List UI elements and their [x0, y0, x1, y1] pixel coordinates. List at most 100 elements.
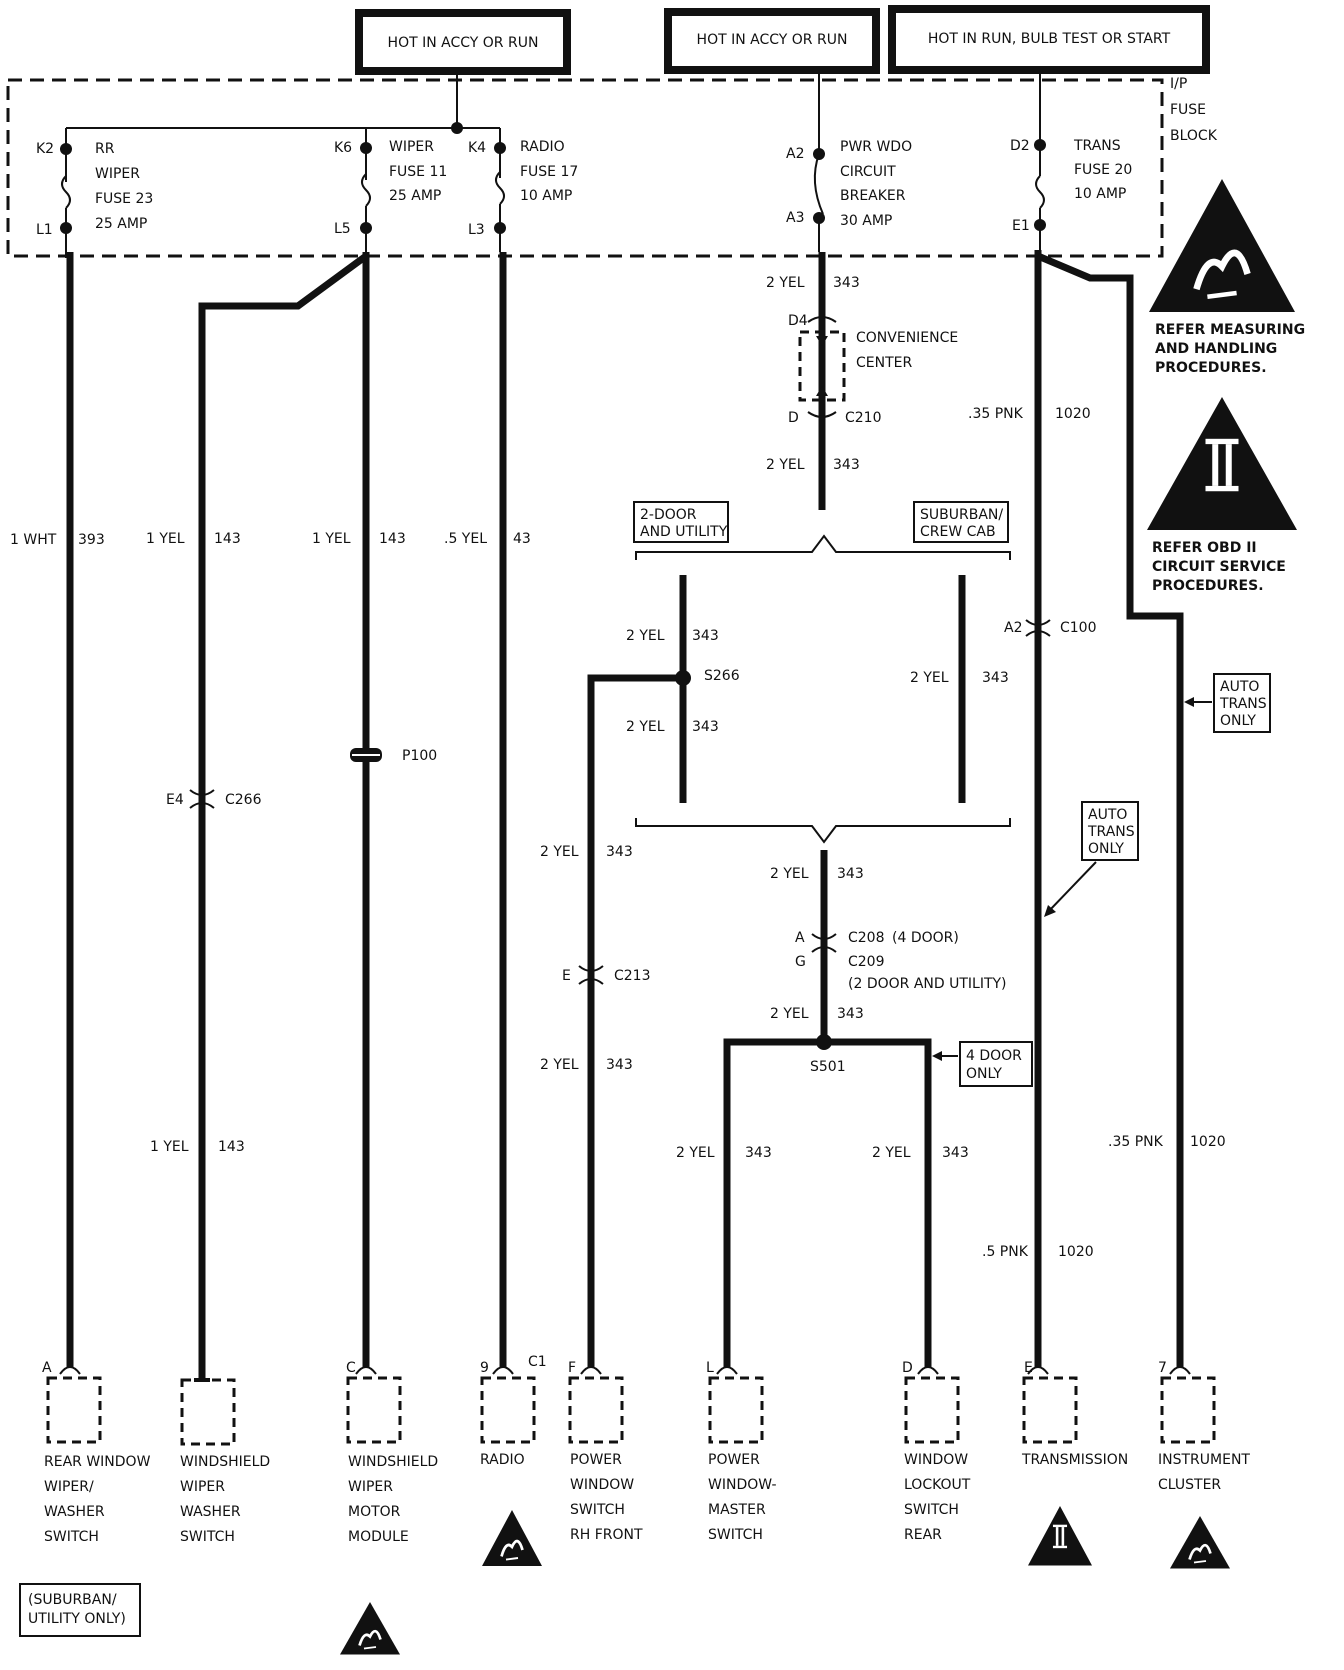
- wire-label-343-i: 2 YEL 343: [540, 1057, 633, 1073]
- svg-text:A2: A2: [1004, 620, 1022, 636]
- hot-label-left: HOT IN ACCY OR RUN: [355, 9, 571, 75]
- svg-text:A: A: [42, 1360, 52, 1376]
- svg-text:2-DOOR: 2-DOOR: [640, 507, 697, 523]
- svg-text:AND HANDLING: AND HANDLING: [1155, 341, 1277, 357]
- svg-text:343: 343: [833, 275, 860, 291]
- svg-text:4 DOOR: 4 DOOR: [966, 1048, 1022, 1064]
- svg-text:K6: K6: [334, 140, 352, 156]
- component-windshield-wiper-motor-module: C WINDSHIELD WIPER MOTOR MODULE: [346, 1360, 438, 1545]
- esd-warning-text: REFER MEASURING AND HANDLING PROCEDURES.: [1155, 322, 1305, 376]
- svg-text:S501: S501: [810, 1059, 846, 1075]
- svg-text:I/P: I/P: [1170, 76, 1187, 92]
- esd-icon-wiper-module: [338, 1600, 402, 1656]
- svg-text:SWITCH: SWITCH: [44, 1529, 99, 1545]
- component-window-lockout-switch-rear: D WINDOW LOCKOUT SWITCH REAR: [902, 1360, 971, 1543]
- svg-text:2 YEL: 2 YEL: [766, 457, 805, 473]
- svg-text:E1: E1: [1012, 218, 1030, 234]
- svg-text:SWITCH: SWITCH: [570, 1502, 625, 1518]
- wire-343-rh-front: [587, 674, 683, 1368]
- option-2door-label: 2-DOOR AND UTILITY: [633, 501, 729, 543]
- svg-text:TRANS: TRANS: [1073, 138, 1121, 154]
- svg-text:L1: L1: [36, 222, 53, 238]
- fuse-block-label: I/P FUSE BLOCK: [1170, 76, 1218, 144]
- fuse-block-outline: [6, 78, 1164, 258]
- svg-text:LOCKOUT: LOCKOUT: [904, 1477, 971, 1493]
- svg-text:A: A: [795, 930, 805, 946]
- wire-143-washer: [198, 253, 369, 1380]
- svg-text:FUSE 20: FUSE 20: [1074, 162, 1132, 178]
- wire-label-1020-b: .35 PNK 1020: [1108, 1134, 1226, 1150]
- wire-label-393: 1 WHT 393: [10, 532, 105, 548]
- esd-warning-icon: [1149, 179, 1295, 312]
- svg-text:2 YEL: 2 YEL: [626, 628, 665, 644]
- svg-text:2 YEL: 2 YEL: [540, 1057, 579, 1073]
- wire-label-343-k: 2 YEL 343: [872, 1145, 969, 1161]
- wire-1020-cluster: [1036, 252, 1184, 1368]
- wire-label-1020-c: .5 PNK 1020: [982, 1244, 1094, 1260]
- svg-text:.35 PNK: .35 PNK: [1108, 1134, 1164, 1150]
- svg-text:CONVENIENCE: CONVENIENCE: [856, 330, 958, 346]
- obd-ii-text: REFER OBD II CIRCUIT SERVICE PROCEDURES.: [1152, 540, 1286, 594]
- svg-text:RH FRONT: RH FRONT: [570, 1527, 643, 1543]
- svg-text:TRANS: TRANS: [1219, 696, 1267, 712]
- svg-text:MASTER: MASTER: [708, 1502, 766, 1518]
- svg-text:G: G: [795, 954, 806, 970]
- svg-text:K2: K2: [36, 141, 54, 157]
- svg-text:SUBURBAN/: SUBURBAN/: [920, 507, 1003, 523]
- svg-text:BLOCK: BLOCK: [1170, 128, 1218, 144]
- svg-text:ONLY: ONLY: [966, 1066, 1002, 1082]
- svg-text:10 AMP: 10 AMP: [520, 188, 572, 204]
- svg-text:343: 343: [606, 1057, 633, 1073]
- connector-c100: A2 C100: [1004, 619, 1097, 637]
- svg-text:C208: C208: [848, 930, 885, 946]
- svg-text:HOT IN ACCY OR RUN: HOT IN ACCY OR RUN: [388, 35, 539, 51]
- svg-text:ONLY: ONLY: [1220, 713, 1256, 729]
- svg-text:PROCEDURES.: PROCEDURES.: [1155, 360, 1267, 376]
- pass-through-p100: P100: [350, 748, 437, 764]
- svg-text:PROCEDURES.: PROCEDURES.: [1152, 578, 1264, 594]
- svg-text:INSTRUMENT: INSTRUMENT: [1158, 1452, 1250, 1468]
- svg-text:SWITCH: SWITCH: [904, 1502, 959, 1518]
- component-power-window-switch-rh-front: F POWER WINDOW SWITCH RH FRONT: [568, 1360, 643, 1543]
- obd-ii-icon-transmission: [1028, 1506, 1092, 1566]
- svg-text:C: C: [346, 1360, 356, 1376]
- svg-text:C100: C100: [1060, 620, 1097, 636]
- component-radio: 9 C1 RADIO: [480, 1354, 547, 1468]
- svg-text:REAR WINDOW: REAR WINDOW: [44, 1454, 151, 1470]
- svg-text:2 YEL: 2 YEL: [626, 719, 665, 735]
- svg-text:REAR: REAR: [904, 1527, 942, 1543]
- svg-text:POWER: POWER: [708, 1452, 760, 1468]
- svg-text:(SUBURBAN/: (SUBURBAN/: [28, 1592, 117, 1608]
- svg-text:CIRCUIT: CIRCUIT: [840, 164, 896, 180]
- svg-text:L: L: [706, 1360, 714, 1376]
- svg-text:CENTER: CENTER: [856, 355, 912, 371]
- svg-text:L3: L3: [468, 222, 485, 238]
- svg-text:E: E: [1024, 1360, 1033, 1376]
- wire-label-343-top: 2 YEL 343: [766, 275, 860, 291]
- svg-text:CREW CAB: CREW CAB: [920, 524, 996, 540]
- fuse-trans: D2 E1 TRANS FUSE 20 10 AMP: [1010, 138, 1132, 252]
- svg-text:1 WHT: 1 WHT: [10, 532, 57, 548]
- fuse-rr-wiper: K2 L1 RR WIPER FUSE 23 25 AMP: [36, 128, 153, 258]
- svg-text:143: 143: [218, 1139, 245, 1155]
- svg-text:WIPER/: WIPER/: [44, 1479, 94, 1495]
- wire-label-143b: 1 YEL 143: [312, 531, 406, 547]
- svg-text:1 YEL: 1 YEL: [312, 531, 351, 547]
- svg-text:AUTO: AUTO: [1220, 679, 1259, 695]
- svg-text:F: F: [568, 1360, 576, 1376]
- svg-text:REFER OBD II: REFER OBD II: [1152, 540, 1257, 556]
- wire-label-343-c: 2 YEL 343: [626, 628, 719, 644]
- svg-text:2 YEL: 2 YEL: [872, 1145, 911, 1161]
- svg-text:FUSE 17: FUSE 17: [520, 164, 578, 180]
- svg-text:1020: 1020: [1058, 1244, 1094, 1260]
- obd-ii-icon: [1147, 397, 1297, 530]
- svg-text:.5 YEL: .5 YEL: [444, 531, 487, 547]
- esd-icon-radio: [480, 1508, 544, 1568]
- svg-text:.5 PNK: .5 PNK: [982, 1244, 1029, 1260]
- svg-text:C1: C1: [528, 1354, 547, 1370]
- component-transmission: E TRANSMISSION: [1021, 1360, 1128, 1468]
- svg-text:RADIO: RADIO: [480, 1452, 525, 1468]
- svg-text:POWER: POWER: [570, 1452, 622, 1468]
- svg-text:WIPER: WIPER: [180, 1479, 225, 1495]
